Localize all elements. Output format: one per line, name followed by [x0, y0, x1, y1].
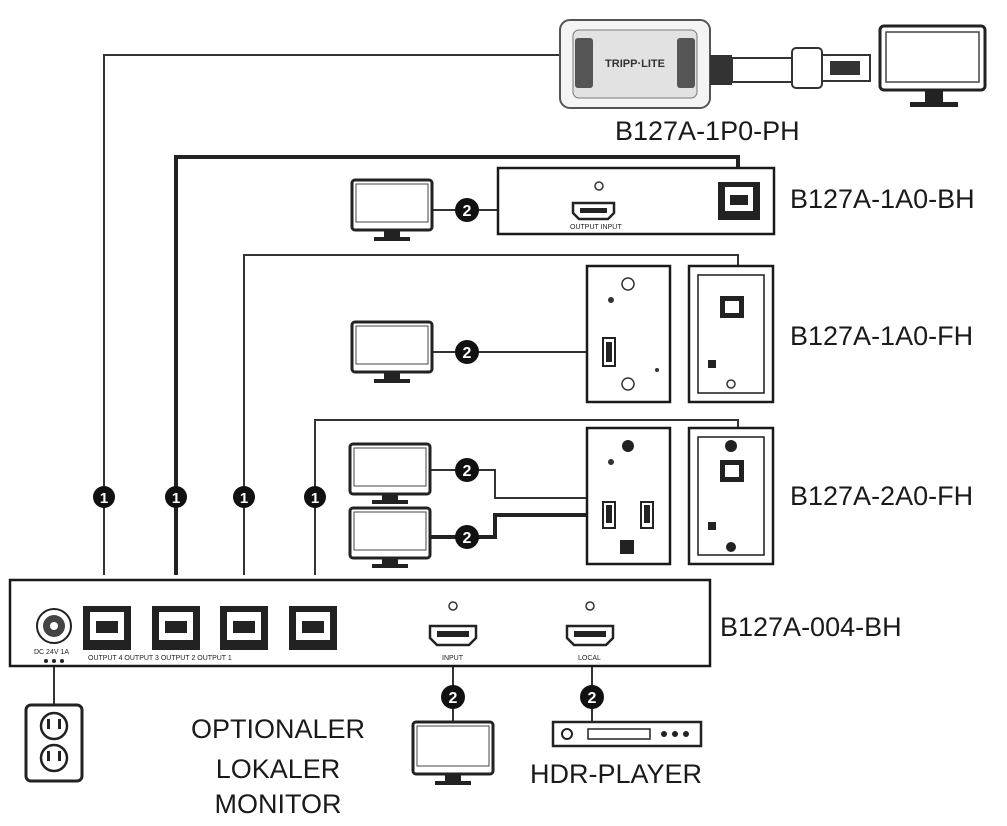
- wall-outlet-icon: [24, 703, 84, 783]
- device-b127a-2a0-fh: [585, 426, 775, 566]
- hdmi-port-input: [428, 624, 478, 647]
- cable-output4: [103, 54, 560, 575]
- marker-hdmi-2a0fh-a: 2: [455, 458, 479, 482]
- label-b127a-1p0-ph: B127A-1P0-PH: [615, 116, 800, 146]
- svg-text:2: 2: [463, 345, 472, 362]
- label-optional-local-monitor-1: OPTIONALER: [191, 714, 365, 744]
- rj45-port-output2: [220, 606, 268, 650]
- monitor-icon-1a0fh: [350, 320, 434, 383]
- marker-hdmi-local-monitor: 2: [441, 685, 465, 709]
- svg-text:2: 2: [463, 203, 472, 220]
- svg-text:1: 1: [100, 490, 108, 507]
- svg-text:1: 1: [311, 490, 319, 507]
- marker-hdmi-1a0fh: 2: [455, 340, 479, 364]
- port-label-local: LOCAL: [578, 655, 601, 662]
- monitor-icon-local: [411, 720, 495, 785]
- svg-text:TRIPP·LITE: TRIPP·LITE: [605, 58, 665, 70]
- device-b127a-004-bh: DC 24V 1A OUTPUT 4 OUTPUT 3 OUTPUT 2 OUT…: [8, 578, 712, 668]
- label-optional-local-monitor-2: LOKALER: [216, 754, 341, 784]
- svg-text:2: 2: [463, 530, 472, 547]
- label-hdr-player: HDR-PLAYER: [530, 759, 702, 789]
- port-label-receiver: OUTPUT INPUT: [570, 224, 622, 231]
- rj45-port-output1: [289, 606, 337, 650]
- rj45-port-output3: [152, 606, 200, 650]
- port-label-outputs: OUTPUT 4 OUTPUT 3 OUTPUT 2 OUTPUT 1: [88, 655, 232, 662]
- port-label-power: DC 24V 1A: [34, 649, 69, 656]
- label-b127a-2a0-fh: B127A-2A0-FH: [790, 481, 973, 511]
- svg-text:2: 2: [588, 690, 597, 707]
- monitor-icon-2a0fh-b: [348, 506, 432, 568]
- hdr-player-icon: [551, 720, 703, 748]
- marker-ethernet-output3: 1: [165, 486, 187, 508]
- svg-text:2: 2: [463, 463, 472, 480]
- svg-text:2: 2: [449, 690, 458, 707]
- marker-hdmi-1a0bh: 2: [455, 198, 479, 222]
- label-b127a-1a0-fh: B127A-1A0-FH: [790, 321, 973, 351]
- marker-ethernet-output2: 1: [233, 486, 255, 508]
- hdmi-port-local: [565, 624, 615, 647]
- svg-text:1: 1: [172, 490, 180, 507]
- label-b127a-004-bh: B127A-004-BH: [720, 612, 902, 642]
- marker-hdmi-2a0fh-b: 2: [455, 525, 479, 549]
- marker-ethernet-output4: 1: [93, 486, 115, 508]
- device-b127a-1a0-fh: [585, 264, 775, 404]
- device-b127a-1p0-ph: TRIPP·LITE: [559, 19, 871, 109]
- label-b127a-1a0-bh: B127A-1A0-BH: [790, 184, 975, 214]
- rj45-port-output4: [83, 606, 131, 650]
- device-b127a-1a0-bh: OUTPUT INPUT: [496, 166, 776, 236]
- marker-ethernet-output1: 1: [304, 486, 326, 508]
- monitor-icon-top: [878, 24, 987, 107]
- label-optional-local-monitor-3: MONITOR: [215, 789, 342, 819]
- port-label-input: INPUT: [442, 655, 464, 662]
- monitor-icon-1a0bh: [350, 178, 434, 241]
- monitor-icon-2a0fh-a: [348, 442, 432, 504]
- marker-hdmi-hdr-player: 2: [580, 685, 604, 709]
- svg-text:1: 1: [240, 490, 248, 507]
